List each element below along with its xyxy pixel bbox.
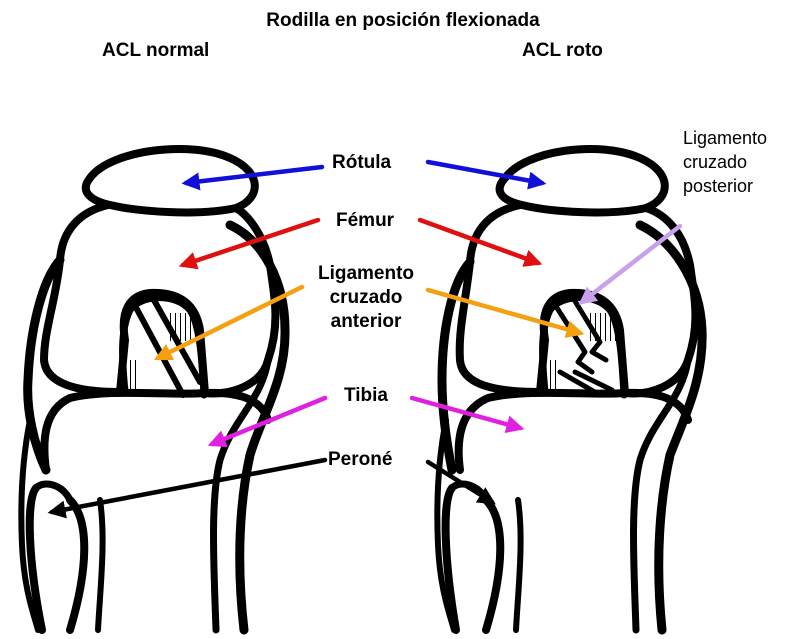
panel-title-right: ACL roto — [522, 40, 603, 62]
label-perone: Peroné — [328, 449, 392, 471]
label-acl-line3: anterior — [303, 310, 429, 334]
diagram-title: Rodilla en posición flexionada — [203, 10, 603, 32]
label-tibia: Tibia — [344, 385, 388, 407]
left-knee — [21, 149, 285, 630]
perone-arrow-left — [52, 460, 325, 512]
right-acl-torn — [552, 293, 612, 395]
label-pcl-line2: cruzado — [683, 150, 767, 174]
label-pcl: Ligamento cruzado posterior — [683, 126, 767, 198]
pcl-arrow — [582, 226, 680, 302]
label-acl-line1: Ligamento — [303, 262, 429, 286]
label-femur: Fémur — [336, 210, 394, 232]
panel-title-left: ACL normal — [102, 40, 209, 62]
right-knee — [437, 149, 702, 630]
label-pcl-line3: posterior — [683, 174, 767, 198]
right-fibula — [446, 488, 501, 630]
label-rotula: Rótula — [332, 152, 391, 174]
label-acl: Ligamento cruzado anterior — [303, 262, 429, 334]
label-pcl-line1: Ligamento — [683, 126, 767, 150]
label-acl-line2: cruzado — [303, 286, 429, 310]
